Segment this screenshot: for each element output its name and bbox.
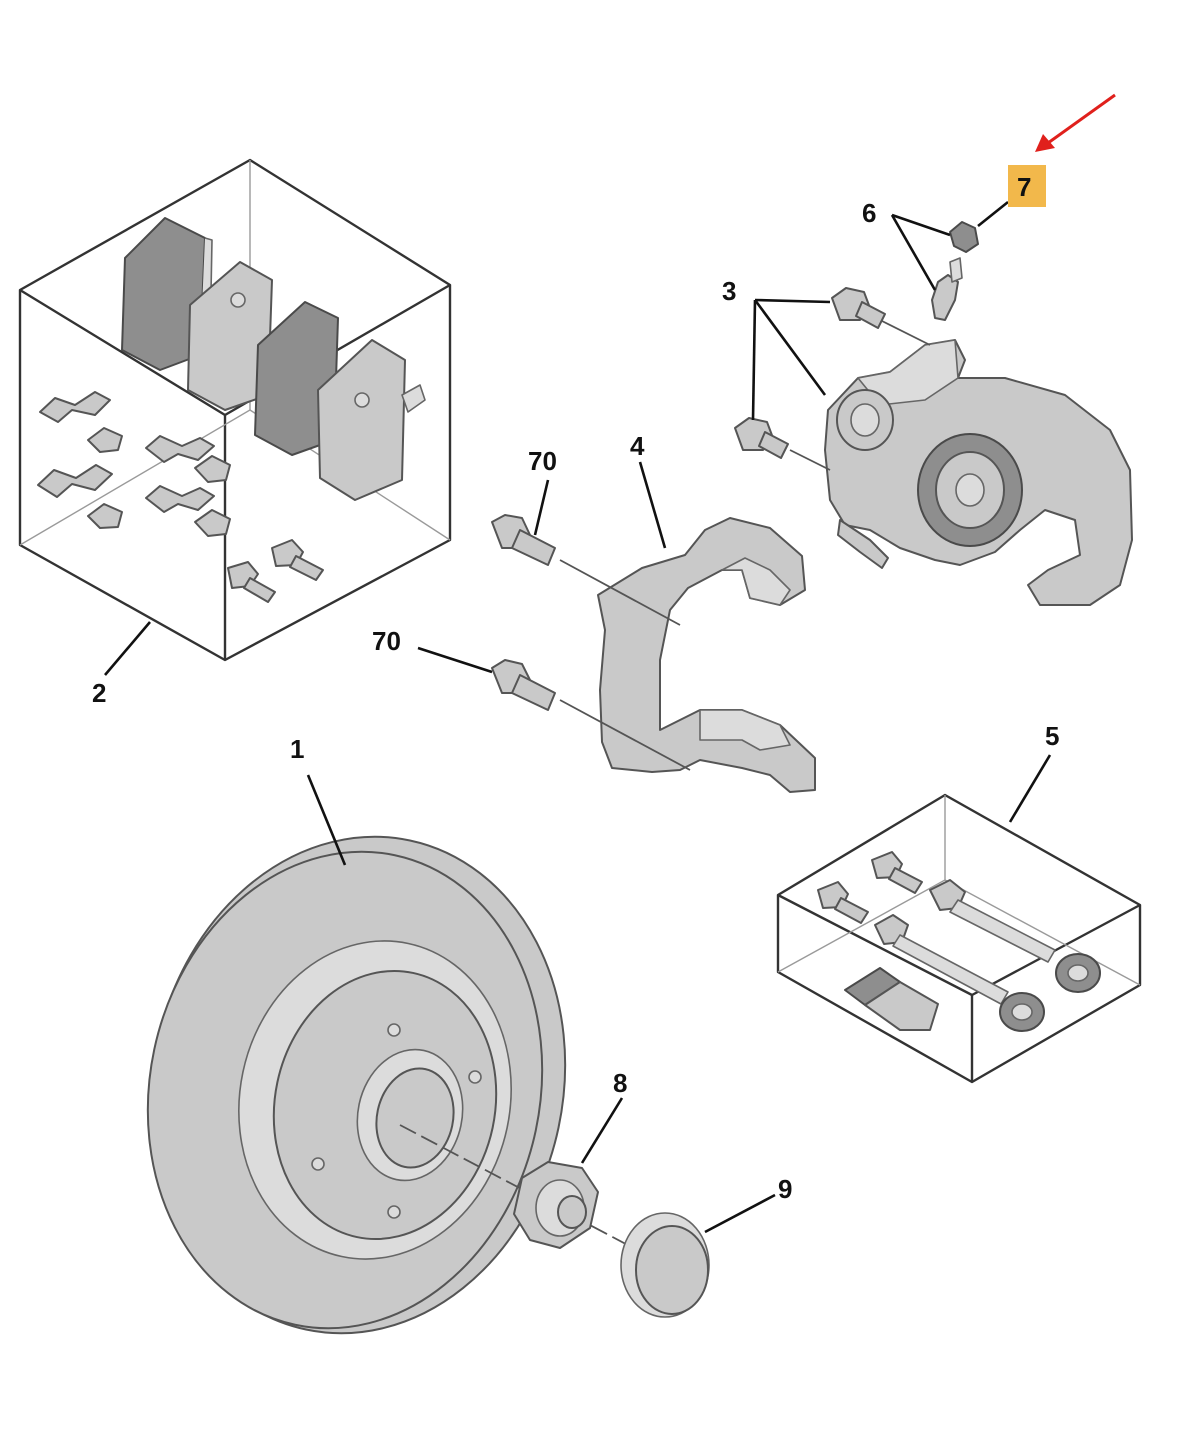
callout-3: 3	[722, 276, 736, 306]
dust-cap	[949, 221, 979, 253]
callout-7: 7	[1017, 172, 1031, 202]
brake-caliper	[789, 319, 1133, 606]
grease-cap	[620, 1212, 710, 1318]
caliper-bolt-upper	[831, 287, 886, 329]
brake-pad-4	[317, 339, 426, 501]
hub-nut	[513, 1161, 599, 1249]
caliper-carrier	[559, 517, 816, 793]
bleed-screw	[931, 257, 963, 321]
dust-cap-label-highlight	[1008, 165, 1046, 207]
pad-kit-box	[18, 158, 452, 662]
pad-kit-bolts	[227, 539, 324, 603]
caliper-bolt-lower	[734, 417, 789, 459]
callout-2: 2	[92, 678, 106, 708]
carrier-bolt-upper	[491, 514, 556, 566]
guide-pins	[874, 879, 1056, 1005]
guide-kit-box	[776, 793, 1142, 1084]
guide-bushes	[999, 953, 1101, 1032]
highlight-arrow	[1035, 93, 1116, 152]
callout-4: 4	[630, 431, 645, 461]
leader-lines	[104, 200, 1052, 1234]
callout-8: 8	[613, 1068, 627, 1098]
brake-disc	[146, 835, 661, 1335]
callout-9: 9	[778, 1174, 792, 1204]
callout-5: 5	[1045, 721, 1059, 751]
carrier-bolt-lower	[491, 659, 556, 711]
guide-bolts	[817, 851, 923, 924]
callout-70-lower: 70	[372, 626, 401, 656]
grease-sachet	[844, 967, 939, 1031]
callout-1: 1	[290, 734, 304, 764]
callout-70-upper: 70	[528, 446, 557, 476]
callout-6: 6	[862, 198, 876, 228]
pad-clips	[37, 391, 231, 537]
